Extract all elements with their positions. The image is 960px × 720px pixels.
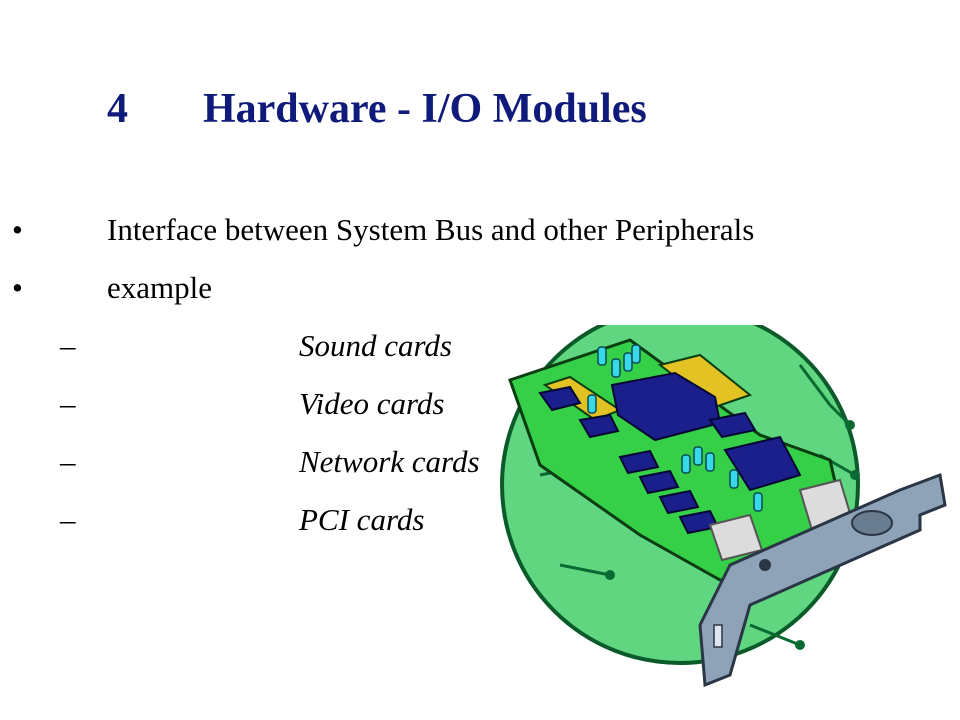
bullet-text: Interface between System Bus and other P…: [107, 212, 755, 247]
dash-marker: –: [60, 386, 76, 421]
title-text: Hardware - I/O Modules: [203, 86, 647, 132]
bullet-marker: •: [12, 270, 23, 305]
dash-marker: –: [60, 328, 76, 363]
sub-item: – Network cards: [0, 442, 960, 482]
small-chips: [538, 385, 802, 535]
dash-marker: –: [60, 444, 76, 479]
bracket-jack: [759, 559, 771, 571]
sub-item-text: Network cards: [299, 444, 480, 479]
bullet-marker: •: [12, 212, 23, 247]
bracket-connector: [851, 510, 893, 536]
bullet-item: • Interface between System Bus and other…: [0, 210, 960, 250]
sub-item: – Sound cards: [0, 326, 960, 366]
title-number: 4: [107, 86, 128, 132]
sub-item: – Video cards: [0, 384, 960, 424]
dash-marker: –: [60, 502, 76, 537]
bullet-item: • example: [0, 268, 960, 308]
sub-item-text: Video cards: [299, 386, 445, 421]
capacitors: [587, 344, 763, 512]
sub-item-text: Sound cards: [299, 328, 452, 363]
sub-item-text: PCI cards: [299, 502, 425, 537]
sub-item: – PCI cards: [0, 500, 960, 540]
bullet-text: example: [107, 270, 213, 305]
bracket-slot: [713, 624, 723, 648]
expansion-card-icon: [500, 325, 947, 688]
